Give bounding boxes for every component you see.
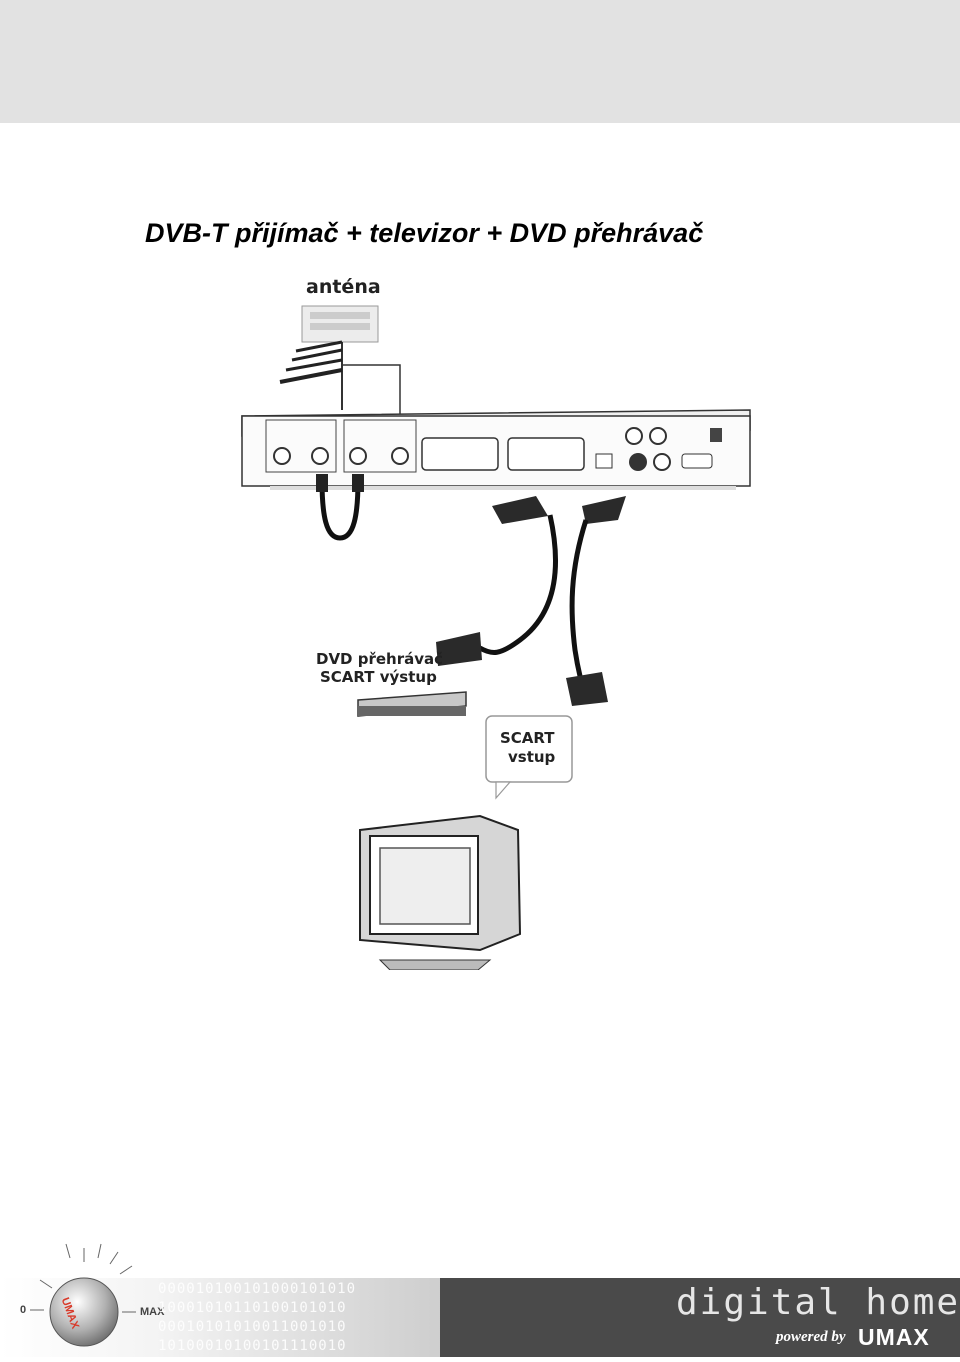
- powered-by-text: powered by: [776, 1329, 846, 1345]
- binary-pattern: 000010100101000101010 100010101101001010…: [158, 1280, 448, 1356]
- logo-panel: [440, 1278, 960, 1357]
- rf-loop-cable: [319, 479, 361, 541]
- binary-row: 10100010100101110010: [158, 1338, 347, 1354]
- logo-text: digital home: [676, 1282, 960, 1323]
- connection-diagram-graphic: [241, 305, 751, 971]
- binary-row: 000010100101000101010: [158, 1281, 357, 1297]
- umax-brand: UMAX: [858, 1324, 930, 1350]
- knob-min-label: 0: [20, 1304, 27, 1316]
- antenna-label: anténa: [306, 276, 381, 298]
- header-band: [0, 0, 960, 123]
- scart-cable: [436, 496, 626, 706]
- tv-bubble-line1: SCART: [500, 729, 555, 747]
- dvd-label-line1: DVD přehrávač: [316, 650, 444, 668]
- television-icon: [359, 814, 522, 971]
- volume-knob-icon: [49, 1277, 119, 1347]
- antenna-icon: [279, 305, 401, 430]
- connection-diagram: anténa DVD přehrávač SCART výstup SCART …: [230, 270, 770, 971]
- tv-speech-bubble: [485, 715, 573, 800]
- page-title: DVB-T přijímač + televizor + DVD přehráv…: [145, 218, 704, 248]
- binary-row: 00010101010011001010: [158, 1319, 347, 1335]
- binary-row: 10001010110100101010: [158, 1300, 347, 1316]
- dvd-player-icon: [357, 691, 467, 717]
- knob-ticks: [30, 1243, 136, 1313]
- tv-bubble-line2: vstup: [508, 748, 556, 766]
- footer-band: 0 UMAX MAX 000010100101000101010 1000101…: [0, 1230, 960, 1357]
- dvd-label-line2: SCART výstup: [320, 668, 437, 686]
- knob-max-label: MAX: [140, 1306, 165, 1318]
- footer-graphic: [0, 1243, 960, 1357]
